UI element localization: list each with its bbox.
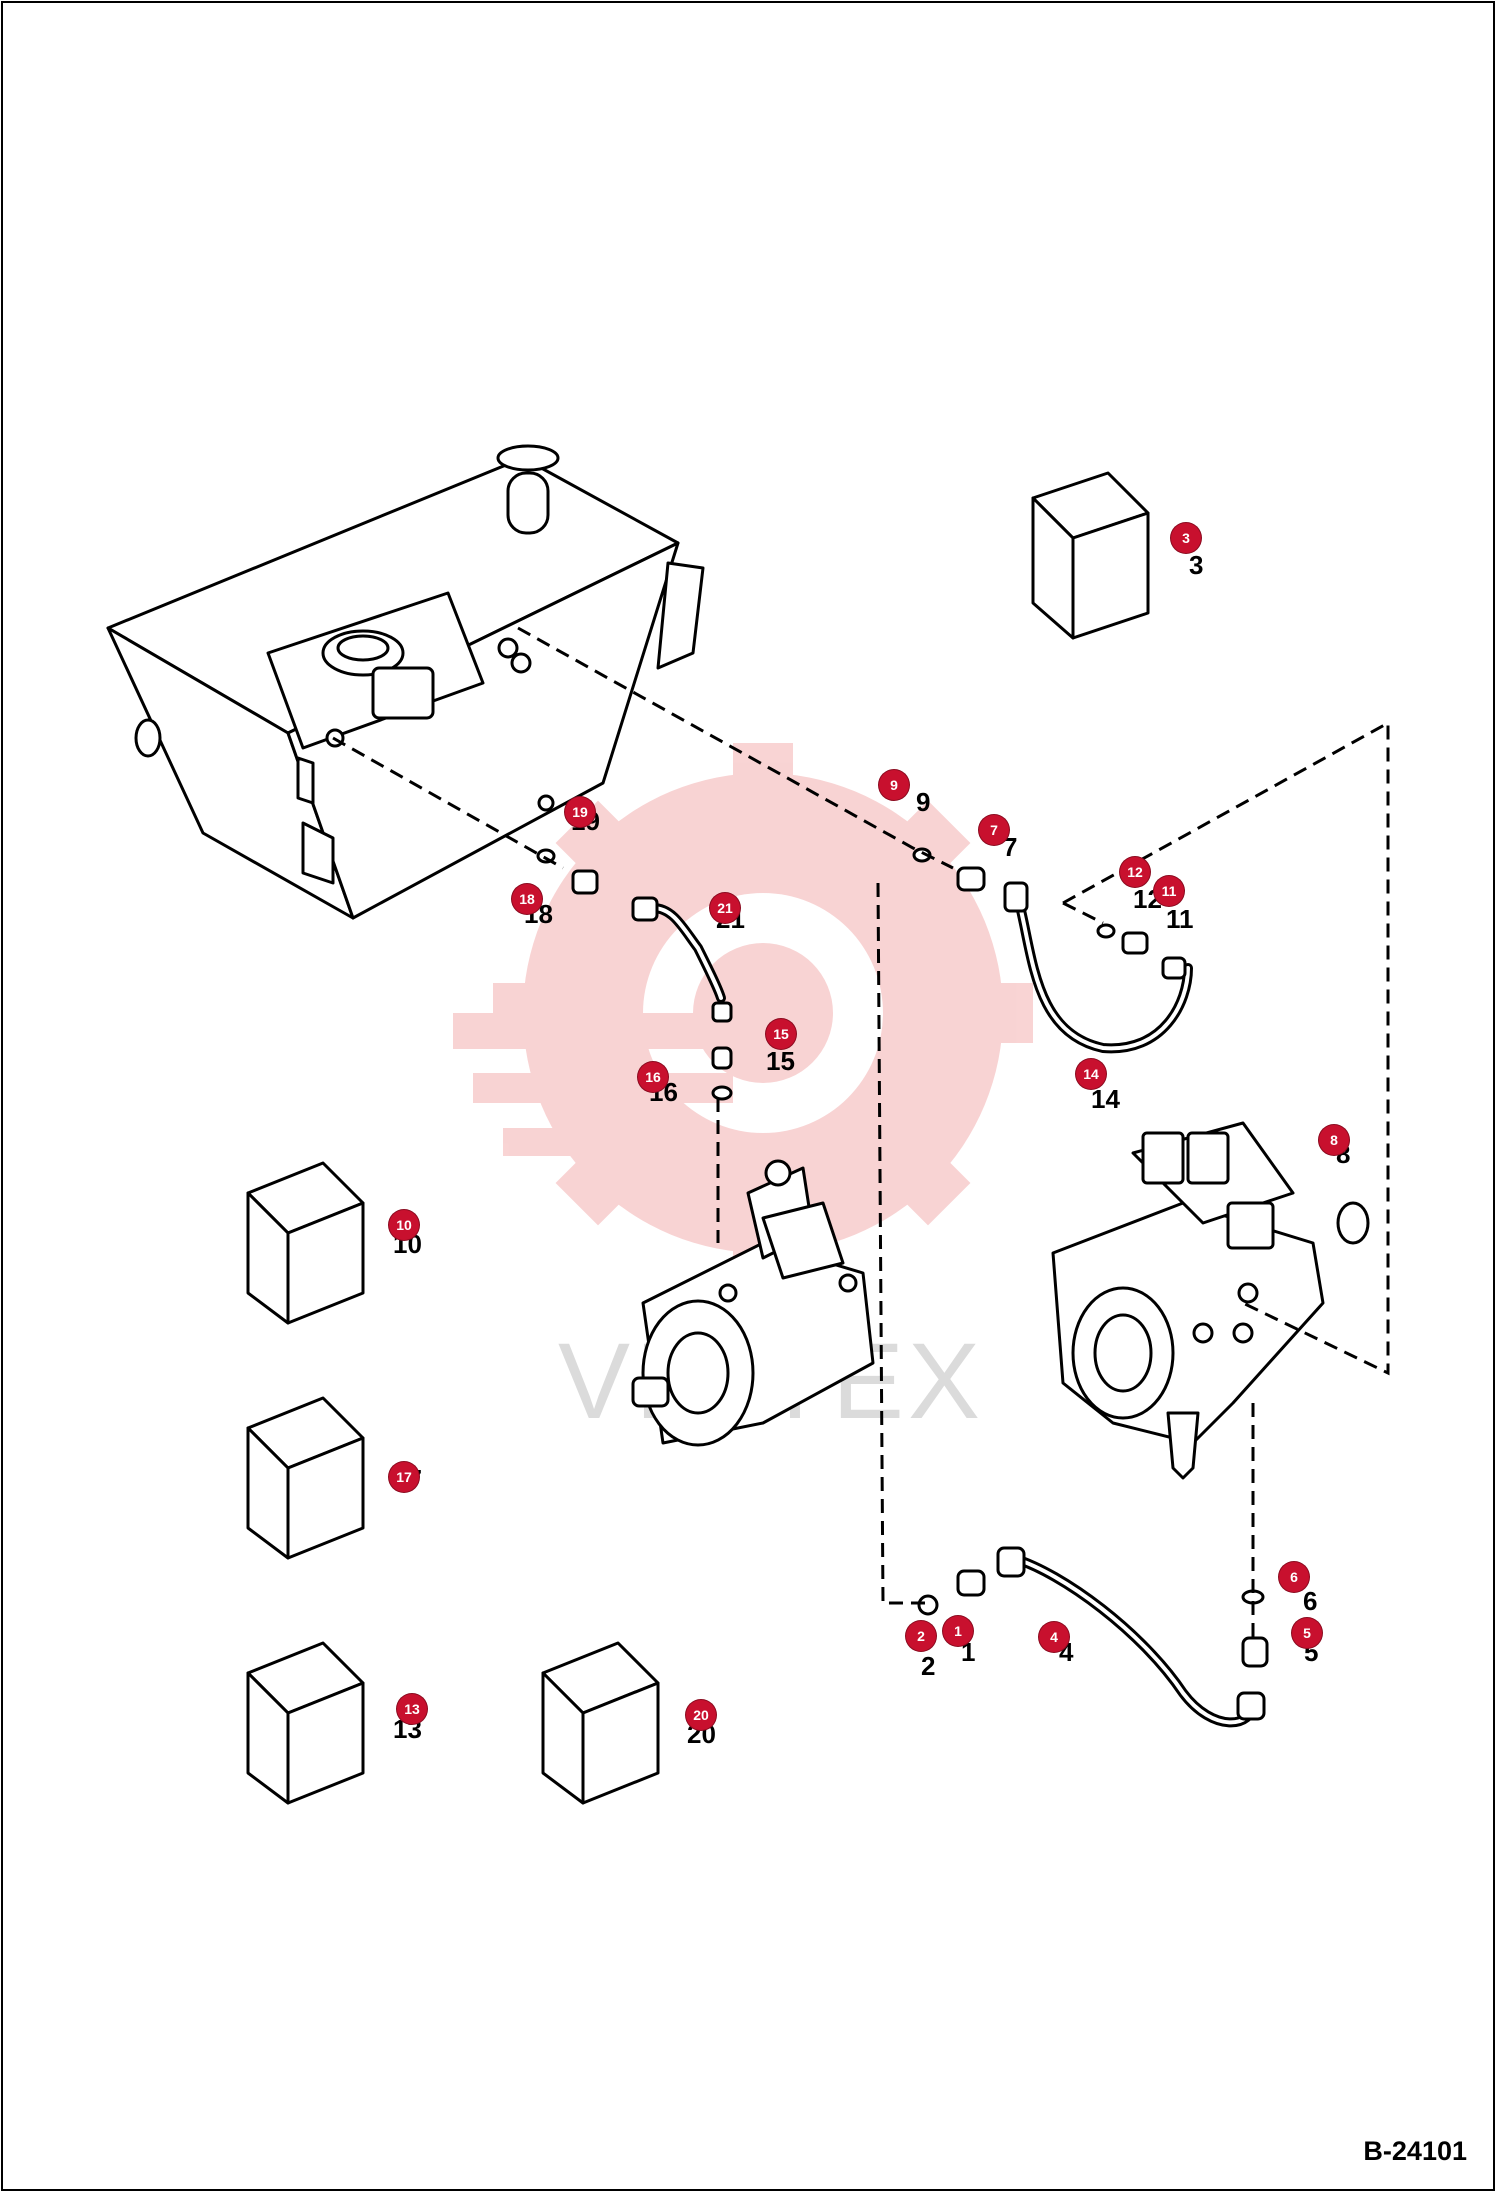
part-label-14: 14 [1091, 1084, 1120, 1114]
fitting-1 [956, 1569, 986, 1597]
part-label-1: 1 [961, 1637, 976, 1667]
callout-11[interactable]: 11 [1154, 876, 1184, 906]
hose-end-14b [1121, 931, 1149, 955]
hose-highlights [651, 896, 1255, 1725]
exploded-parts-diagram [106, 444, 1390, 1805]
callout-21[interactable]: 21 [710, 893, 740, 923]
part-label-3: 3 [1189, 550, 1204, 580]
hydraulic-tank [106, 444, 705, 920]
part-label-6: 6 [1303, 1586, 1318, 1616]
callout-9[interactable]: 9 [879, 770, 909, 800]
part-label-11: 11 [1166, 904, 1194, 934]
callout-20[interactable]: 20 [686, 1700, 716, 1730]
watermark-gear-icon [453, 743, 1033, 1283]
hose-end-21a [631, 896, 659, 922]
callout-17[interactable]: 17 [389, 1462, 419, 1492]
part-label-2: 2 [921, 1651, 936, 1681]
callout-18[interactable]: 18 [512, 884, 542, 914]
oring-16 [711, 1085, 733, 1101]
fitting-5 [1241, 1636, 1269, 1668]
drawing-number: B-24101 [1363, 2136, 1467, 2166]
hydraulic-pump [1051, 1121, 1370, 1480]
hose-end-4b [1236, 1691, 1266, 1721]
fittings [536, 794, 1269, 1721]
kit-box-3 [1031, 471, 1150, 640]
routing-lines [332, 626, 1390, 1638]
callout-12[interactable]: 12 [1120, 857, 1150, 887]
hose-end-21b [711, 1001, 733, 1023]
callout-14[interactable]: 14 [1076, 1059, 1106, 1089]
callout-3[interactable]: 3 [1171, 523, 1201, 553]
callout-19[interactable]: 19 [565, 797, 595, 827]
callout-10[interactable]: 10 [389, 1210, 419, 1240]
oring-2 [917, 1594, 939, 1616]
hose-end-4a [996, 1546, 1026, 1578]
kit-box-10 [246, 1161, 365, 1325]
callout-5[interactable]: 5 [1292, 1618, 1322, 1648]
oring-12 [1096, 923, 1116, 939]
plug-19 [537, 794, 555, 812]
fitting-7 [956, 866, 986, 892]
kit-box-20 [541, 1641, 660, 1805]
callout-13[interactable]: 13 [397, 1694, 427, 1724]
part-label-15: 15 [766, 1046, 795, 1076]
callout-1[interactable]: 1 [943, 1616, 973, 1646]
callout-2[interactable]: 2 [906, 1621, 936, 1651]
callout-7[interactable]: 7 [979, 815, 1009, 845]
hydraulic-motor [631, 1159, 875, 1447]
callout-8[interactable]: 8 [1319, 1125, 1349, 1155]
callout-4[interactable]: 4 [1039, 1622, 1069, 1652]
fitting-18 [571, 869, 599, 895]
part-label-7: 7 [1003, 832, 1018, 862]
fitting-15 [711, 1046, 733, 1070]
hose-end-14a [1003, 881, 1029, 913]
fitting-11 [1161, 956, 1187, 980]
callout-15[interactable]: 15 [766, 1019, 796, 1049]
kit-box-13 [246, 1641, 365, 1805]
part-label-9: 9 [916, 787, 931, 817]
kit-box-17 [246, 1396, 365, 1560]
callout-16[interactable]: 16 [638, 1062, 668, 1092]
callout-6[interactable]: 6 [1279, 1562, 1309, 1592]
